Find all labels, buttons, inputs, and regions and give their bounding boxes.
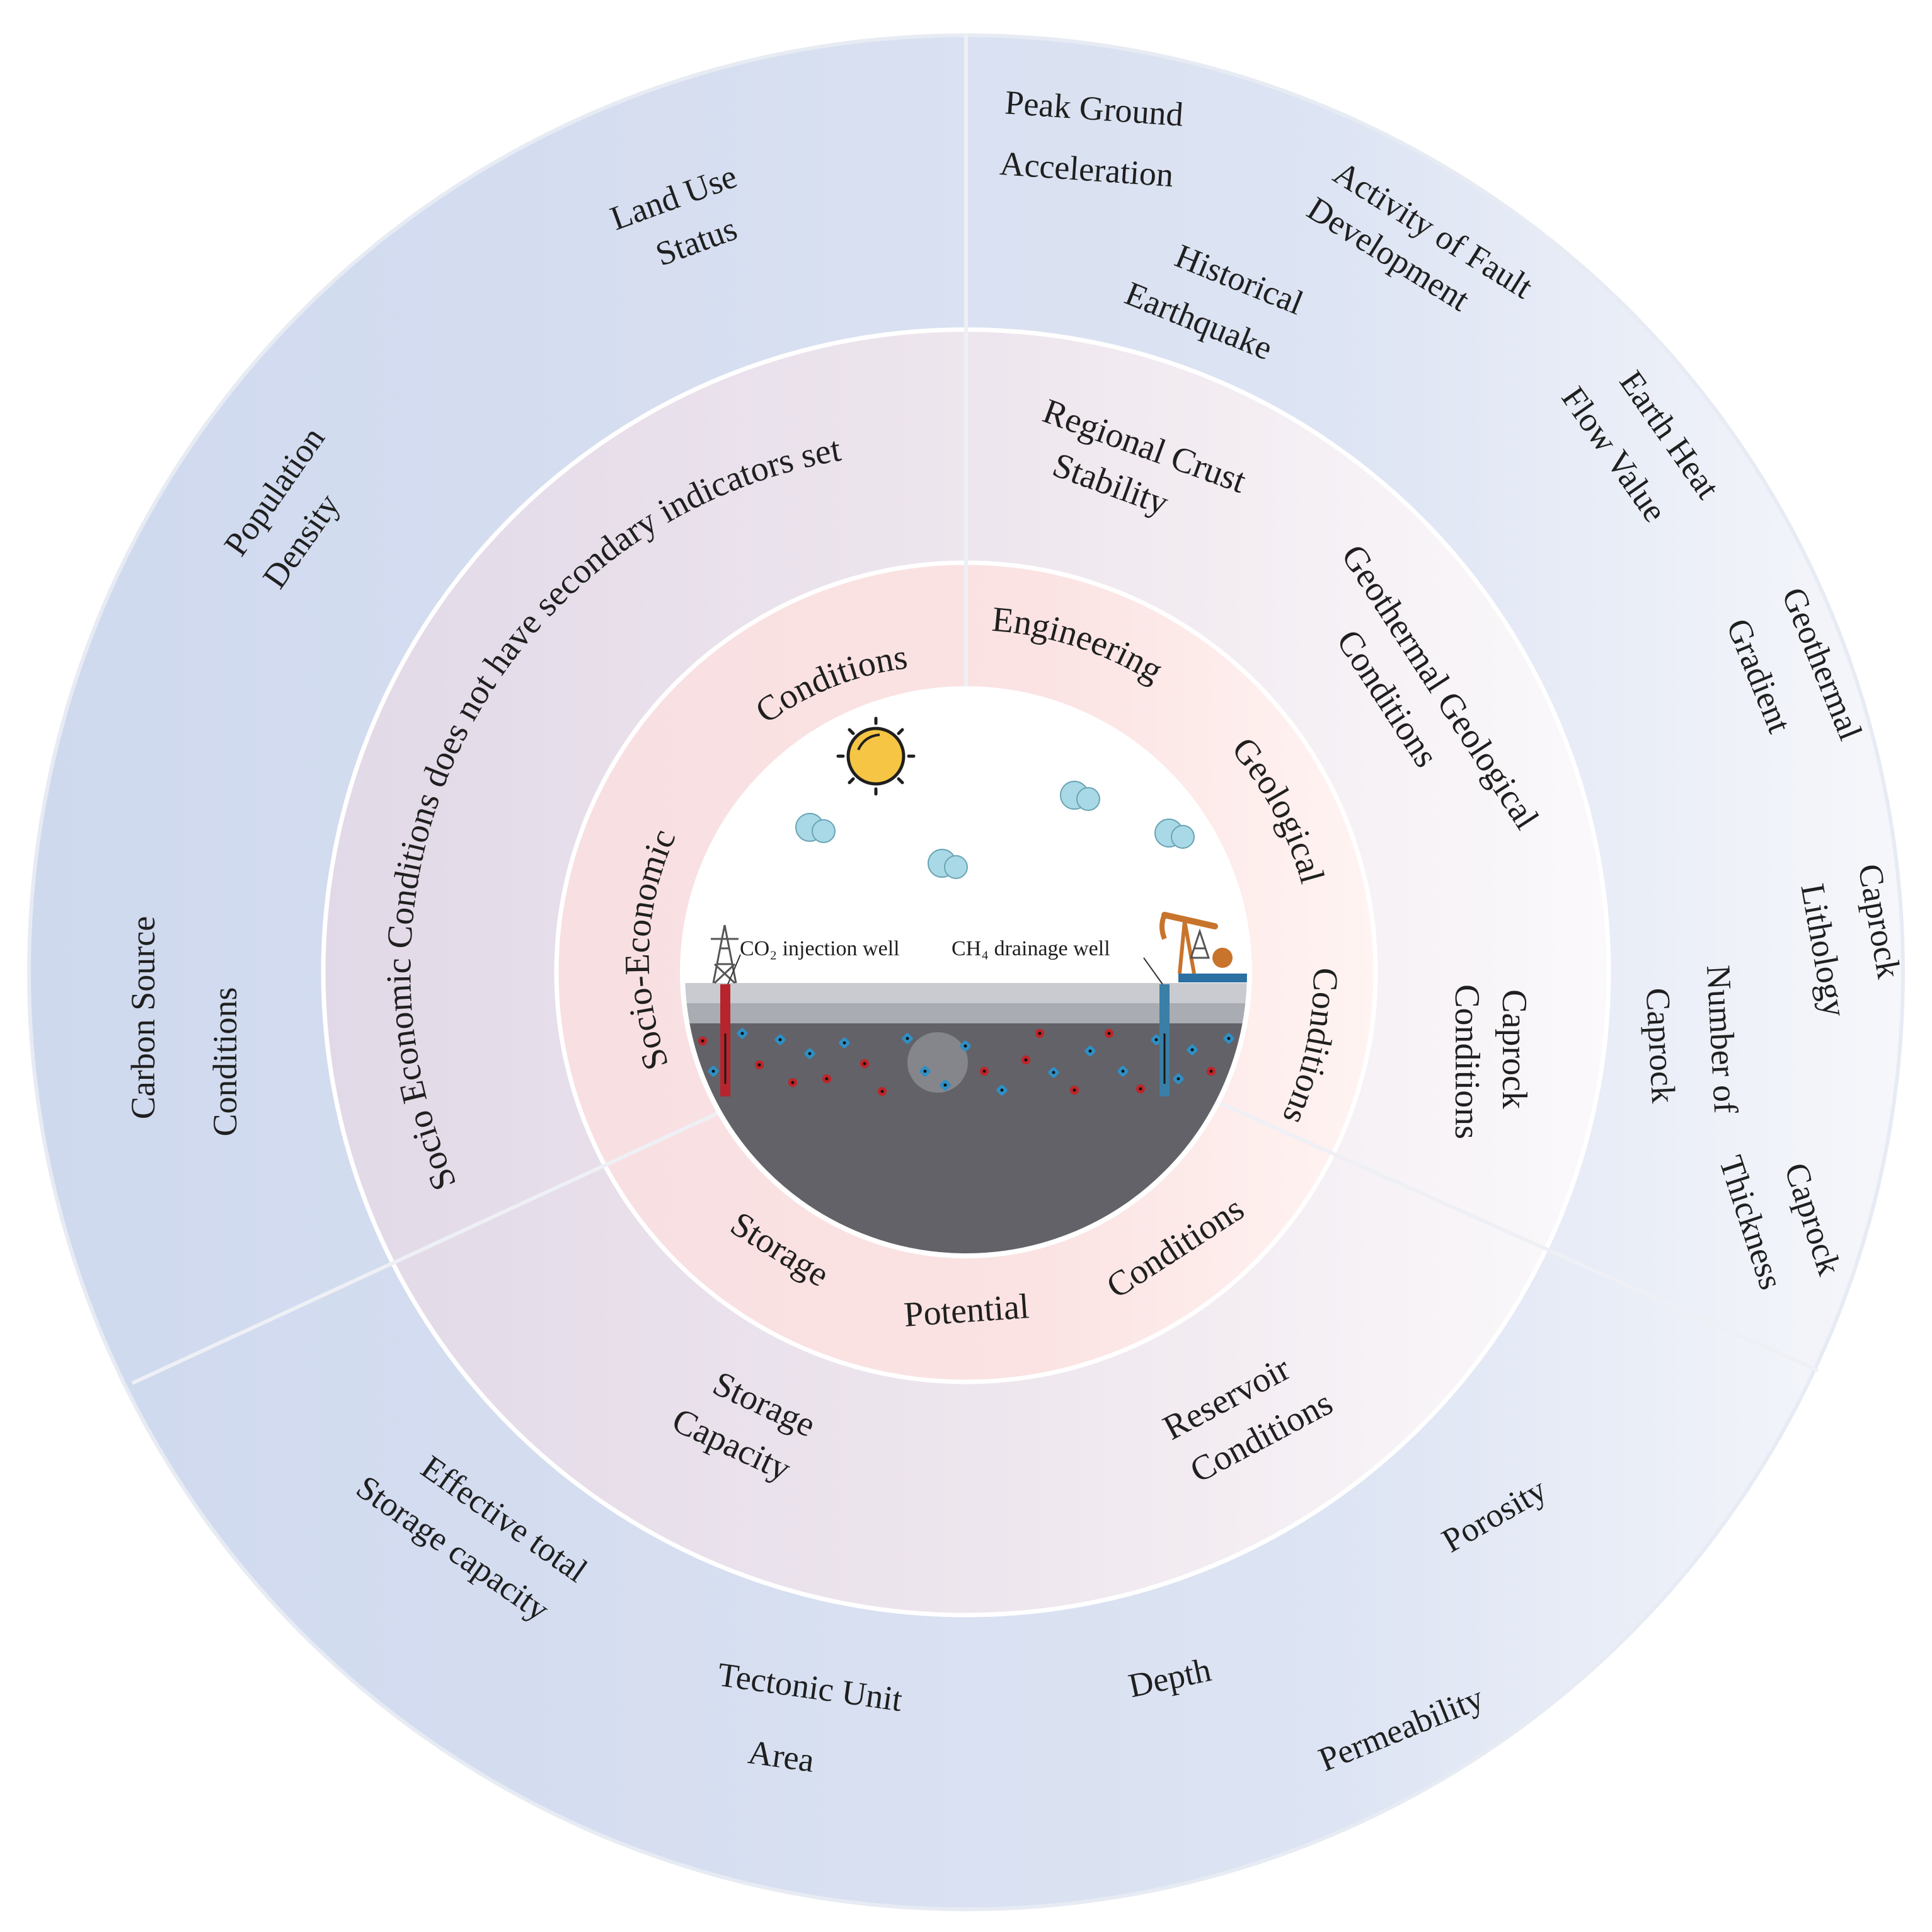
gas-molecule-center — [808, 1052, 812, 1055]
gas-molecule-center — [1052, 1071, 1055, 1074]
gas-molecule-center — [740, 1032, 744, 1035]
gas-molecule-center — [906, 1037, 909, 1040]
svg-text:Caprock: Caprock — [1495, 989, 1534, 1109]
gas-molecule-center — [711, 1069, 715, 1073]
gas-molecule-center — [982, 1069, 986, 1073]
gas-molecule-center — [1038, 1032, 1042, 1035]
svg-text:Conditions: Conditions — [206, 987, 244, 1136]
caprock-conditions: Caprock Conditions — [1447, 984, 1534, 1139]
gas-molecule-center — [1024, 1058, 1028, 1062]
gas-molecule-center — [791, 1081, 795, 1084]
gas-molecule-center — [701, 1039, 704, 1043]
co2-well-label: CO₂ injection well — [740, 937, 900, 960]
gas-bubble — [907, 1032, 968, 1093]
gas-molecule-center — [825, 1077, 829, 1081]
gas-molecule-center — [1209, 1069, 1213, 1073]
pumpjack-icon — [1159, 912, 1248, 982]
gas-molecule-center — [757, 1063, 761, 1067]
svg-text:Area: Area — [746, 1733, 817, 1780]
gas-molecule-center — [943, 1083, 947, 1087]
svg-text:Conditions: Conditions — [1447, 984, 1486, 1139]
gas-molecule-center — [863, 1062, 866, 1066]
gas-molecule-center — [1190, 1048, 1194, 1052]
gas-molecule-center — [842, 1041, 846, 1045]
storage-potential-category-2: Potential — [902, 1287, 1030, 1335]
svg-text:Number of: Number of — [1699, 964, 1745, 1114]
gas-molecule-center — [1107, 1032, 1111, 1035]
gas-molecule-center — [778, 1038, 782, 1042]
sector-dividers — [131, 35, 1819, 1385]
number-of-caprock: Number of Caprock — [1639, 964, 1745, 1114]
surface-layer — [682, 983, 1250, 1003]
transmission-tower-icon — [711, 924, 739, 984]
gas-molecule-center — [1154, 1038, 1158, 1042]
gas-molecule-center — [1000, 1088, 1004, 1092]
carbon-source-conditions: Carbon Source Conditions — [124, 916, 244, 1137]
gas-molecule-center — [963, 1044, 967, 1048]
gas-molecule-icon — [698, 1028, 1247, 1096]
gas-molecule-center — [880, 1090, 884, 1093]
cloud-icon — [795, 781, 1195, 879]
svg-text:Carbon Source: Carbon Source — [124, 916, 162, 1119]
svg-text:Caprock: Caprock — [1639, 987, 1682, 1104]
gas-molecule-center — [1227, 1037, 1231, 1040]
gas-molecule-center — [1088, 1049, 1092, 1053]
gas-molecule-center — [1176, 1077, 1180, 1081]
cover-layer — [682, 1003, 1250, 1023]
gas-molecule-center — [1139, 1087, 1142, 1091]
gas-molecule-center — [923, 1069, 927, 1073]
gas-molecule-center — [1121, 1069, 1125, 1073]
ch4-well-label: CH₄ drainage well — [952, 937, 1110, 960]
sun-icon — [836, 716, 916, 796]
gas-molecule-center — [1072, 1088, 1076, 1092]
